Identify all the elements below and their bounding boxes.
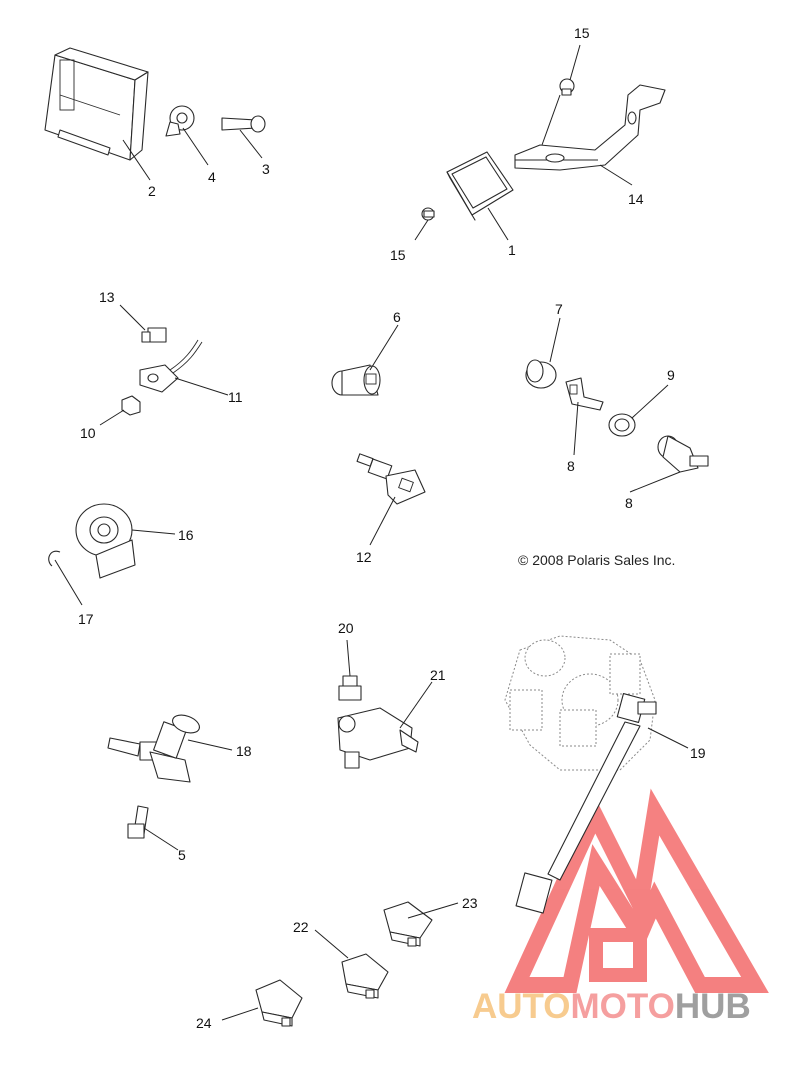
- callout-14: 14: [628, 191, 644, 207]
- callout-10: 10: [80, 425, 96, 441]
- callout-13: 13: [99, 289, 115, 305]
- part-8-plate: [565, 377, 604, 411]
- callout-5: 5: [178, 847, 186, 863]
- callout-4: 4: [208, 169, 216, 185]
- part-10-nut: [121, 395, 141, 416]
- part-3-pin: [221, 115, 266, 133]
- callout-23: 23: [462, 895, 478, 911]
- watermark-triangle-mark: [504, 788, 769, 993]
- part-8-sensor: [657, 435, 709, 473]
- callout-1: 1: [508, 242, 516, 258]
- part-6-sensor-plug: [331, 364, 381, 396]
- part-2-ecu-box: [44, 47, 149, 161]
- svg-text:AUTOMOTOHUB: AUTOMOTOHUB: [472, 987, 751, 1026]
- leader-lines: [54, 44, 689, 1021]
- part-4-clip: [165, 105, 195, 137]
- callout-6: 6: [393, 309, 401, 325]
- part-11-sensor: [139, 339, 203, 393]
- callout-22: 22: [293, 919, 309, 935]
- callout-24: 24: [196, 1015, 212, 1031]
- watermark-inner-mark: [589, 928, 647, 982]
- callout-labels: 2 4 3 15 14 1 15 13 11 10 6 7 8 9 8 12 1…: [78, 25, 706, 1031]
- copyright-notice: © 2008 Polaris Sales Inc.: [518, 552, 675, 568]
- callout-9: 9: [667, 367, 675, 383]
- callout-20: 20: [338, 620, 354, 636]
- callout-15-lower: 15: [390, 247, 406, 263]
- part-20-bolt: [338, 675, 362, 701]
- part-15-screw-lower: [421, 207, 435, 221]
- callout-16: 16: [178, 527, 194, 543]
- part-1-module: [446, 151, 514, 221]
- callout-17: 17: [78, 611, 94, 627]
- part-5-bolt: [127, 805, 149, 839]
- part-19-assembly: [504, 635, 657, 914]
- watermark-moto: MOTO: [571, 987, 675, 1026]
- part-22-relay: [341, 953, 389, 999]
- part-13-bolt: [141, 327, 167, 343]
- watermark-auto: AUTO: [472, 987, 571, 1026]
- part-24-relay: [255, 979, 303, 1027]
- callout-18: 18: [236, 743, 252, 759]
- part-21-map-sensor: [337, 707, 419, 769]
- part-18-crank-sensor: [107, 714, 200, 783]
- part-16-knock-sensor: [75, 503, 136, 579]
- part-17-clip: [48, 550, 61, 567]
- callout-21: 21: [430, 667, 446, 683]
- part-12-temp-sensor: [356, 453, 426, 505]
- callout-11: 11: [228, 389, 243, 405]
- part-14-bracket: [514, 84, 666, 171]
- callout-2: 2: [148, 183, 156, 199]
- callout-8-plate: 8: [567, 458, 575, 474]
- callout-12: 12: [356, 549, 372, 565]
- part-15-screw-upper: [559, 78, 575, 96]
- watermark-hub: HUB: [675, 987, 751, 1026]
- callout-19: 19: [690, 745, 706, 761]
- part-23-relay: [383, 901, 433, 947]
- part-9-ring: [608, 413, 636, 437]
- watermark-logo: AUTOMOTOHUB: [472, 788, 769, 1026]
- callout-7: 7: [555, 301, 563, 317]
- callout-3: 3: [262, 161, 270, 177]
- callout-8-sensor: 8: [625, 495, 633, 511]
- callout-15-upper: 15: [574, 25, 590, 41]
- part-7-cap: [525, 359, 557, 389]
